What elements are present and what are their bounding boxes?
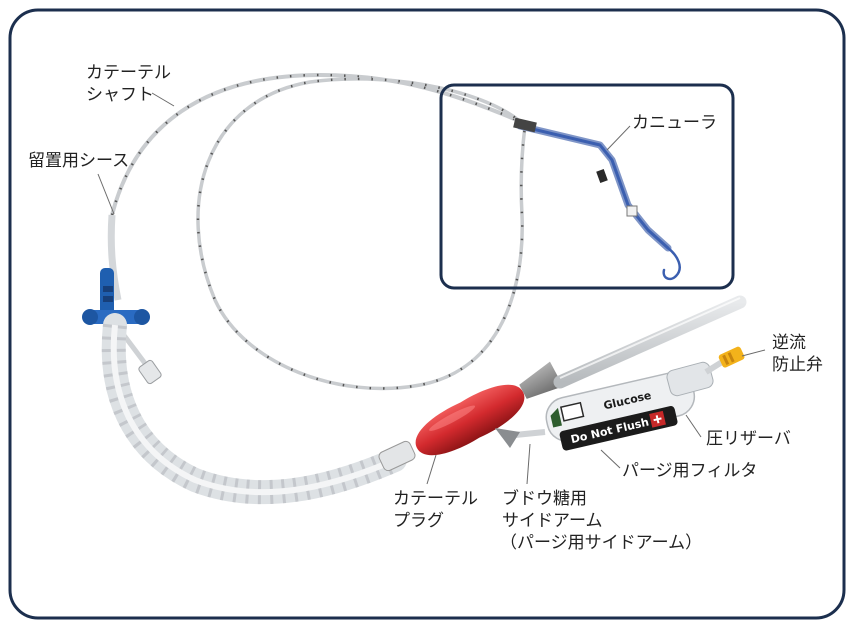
label-cannula: カニューラ [632,112,717,134]
leader-catheter-shaft [151,92,175,107]
label-catheter-plug: カテーテル プラグ [393,488,478,532]
cannula-callout-box [439,83,735,290]
label-glucose-side-arm-line1: ブドウ糖用 [502,489,587,509]
catheter-plug [415,361,564,456]
leader-cannula [606,125,631,151]
catheter-plug-connector [378,440,416,472]
pigtail-tip [662,246,681,281]
indwelling-sheath [107,214,122,301]
label-catheter-shaft: カテーテル シャフト [86,62,171,106]
pressure-reservoir: Glucose [545,371,696,442]
leader-check-valve [741,349,766,357]
outer-frame [8,8,846,620]
label-catheter-plug-line2: プラグ [393,511,444,531]
catheter-shaft-outer [110,72,536,216]
cannula-marker-band [626,205,638,217]
check-valve [718,346,745,368]
leader-purge-filter [600,449,621,469]
label-pressure-reservoir-text: 圧リザーバ [706,429,791,449]
sheath-hub [82,268,150,325]
label-glucose-side-arm-line3: （パージ用サイドアーム） [500,533,703,553]
label-check-valve: 逆流 防止弁 [772,332,823,376]
leader-glucose-side-arm [526,443,531,485]
motor-cable [553,295,747,389]
reservoir-housing [666,361,714,397]
sheath-side-port-cap [138,359,162,385]
label-catheter-shaft-line1: カテーテル [86,63,171,83]
label-purge-filter: パージ用フィルタ [622,460,757,482]
protective-sleeve-core [110,324,397,496]
cannula-marker-band [596,168,608,184]
catheter-shaft-loop [196,77,527,391]
label-indwelling-sheath-text: 留置用シース [28,151,130,171]
label-pressure-reservoir: 圧リザーバ [706,428,791,450]
label-glucose-side-arm: ブドウ糖用 サイドアーム （パージ用サイドアーム） [500,488,703,554]
label-indwelling-sheath: 留置用シース [28,150,129,172]
label-purge-filter-text: パージ用フィルタ [622,461,758,481]
label-cannula-text: カニューラ [632,113,717,133]
cannula-marker-band [513,117,537,133]
label-catheter-plug-line1: カテーテル [393,489,478,509]
leader-pressure-reservoir [685,414,702,438]
cannula-core [518,124,670,250]
check-valve-tube [704,359,724,375]
side-arm-grey-tab [495,428,520,448]
leader-lines [97,92,766,485]
label-check-valve-line1: 逆流 [772,333,806,353]
label-check-valve-line2: 防止弁 [772,355,823,375]
leader-indwelling-sheath [97,173,115,215]
label-catheter-shaft-line2: シャフト [86,85,154,105]
leader-catheter-plug [426,454,437,485]
motor-cable-highlight [559,297,741,379]
label-glucose-side-arm-line2: サイドアーム [502,511,603,531]
